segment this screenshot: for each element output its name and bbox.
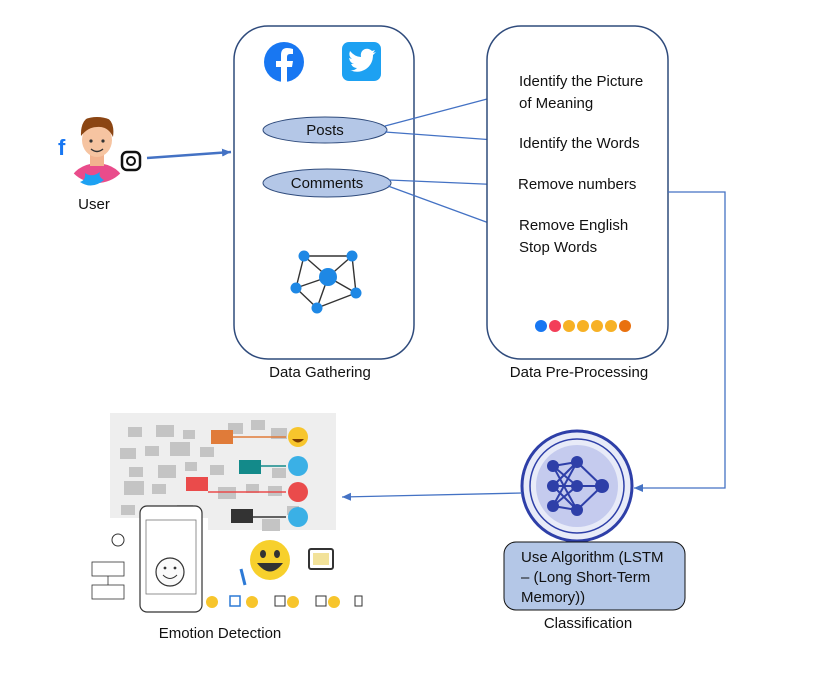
comments-node: [262, 168, 392, 198]
angry-reaction-icon: [619, 320, 631, 332]
emotion-sketch-illustration: [91, 505, 208, 614]
algorithm-line-2: – (Long Short-Term: [521, 569, 650, 586]
twitter-icon: [342, 42, 381, 81]
algorithm-line-1: Use Algorithm (LSTM: [521, 549, 664, 566]
step-remove-stop-words: Remove English Stop Words: [519, 217, 628, 256]
user-label: User: [78, 196, 110, 213]
like-reaction-icon: [535, 320, 547, 332]
user-twitter-icon: [80, 172, 104, 186]
svg-text:Remove English: Remove English: [519, 217, 628, 234]
neural-network-icon: [520, 429, 634, 543]
user-to-gathering-arrow: [146, 148, 232, 160]
svg-text:of Meaning: of Meaning: [519, 95, 593, 112]
svg-text:Remove numbers: Remove numbers: [518, 176, 636, 193]
svg-text:Identify the Words: Identify the Words: [519, 135, 640, 152]
classification-caption: Classification: [544, 615, 632, 632]
classification-to-emotion-arrow: [341, 492, 523, 501]
data-preprocessing-caption: Data Pre-Processing: [510, 364, 648, 381]
love-reaction-icon: [549, 320, 561, 332]
sad-reaction-icon: [591, 320, 603, 332]
care-reaction-icon: [605, 320, 617, 332]
comments-label: Comments: [291, 175, 364, 192]
algorithm-box: [503, 541, 686, 611]
user-facebook-icon: f: [58, 135, 66, 160]
posts-label: Posts: [306, 122, 344, 139]
emotion-chat-illustration: [110, 413, 336, 531]
svg-text:Stop Words: Stop Words: [519, 239, 597, 256]
user-avatar: f: [58, 117, 142, 186]
posts-to-picture-arrow: [384, 92, 507, 127]
posts-node: [262, 116, 388, 144]
step-identify-words: Identify the Words: [519, 135, 640, 152]
emotion-detection-caption: Emotion Detection: [159, 625, 282, 642]
preprocessing-to-classification-arrow: [634, 191, 726, 492]
wow-reaction-icon: [577, 320, 589, 332]
user-instagram-icon: [120, 150, 142, 172]
network-icon: [290, 250, 362, 314]
facebook-icon: [264, 42, 304, 82]
reaction-icons: [535, 320, 631, 332]
step-remove-numbers: Remove numbers: [518, 176, 636, 193]
data-gathering-caption: Data Gathering: [269, 364, 371, 381]
step-picture-meaning: Identify the Picture of Meaning: [519, 73, 643, 112]
algorithm-line-3: Memory)): [521, 589, 585, 606]
svg-text:Identify the Picture: Identify the Picture: [519, 73, 643, 90]
emotion-smiley-illustration: [206, 531, 363, 612]
haha-reaction-icon: [563, 320, 575, 332]
